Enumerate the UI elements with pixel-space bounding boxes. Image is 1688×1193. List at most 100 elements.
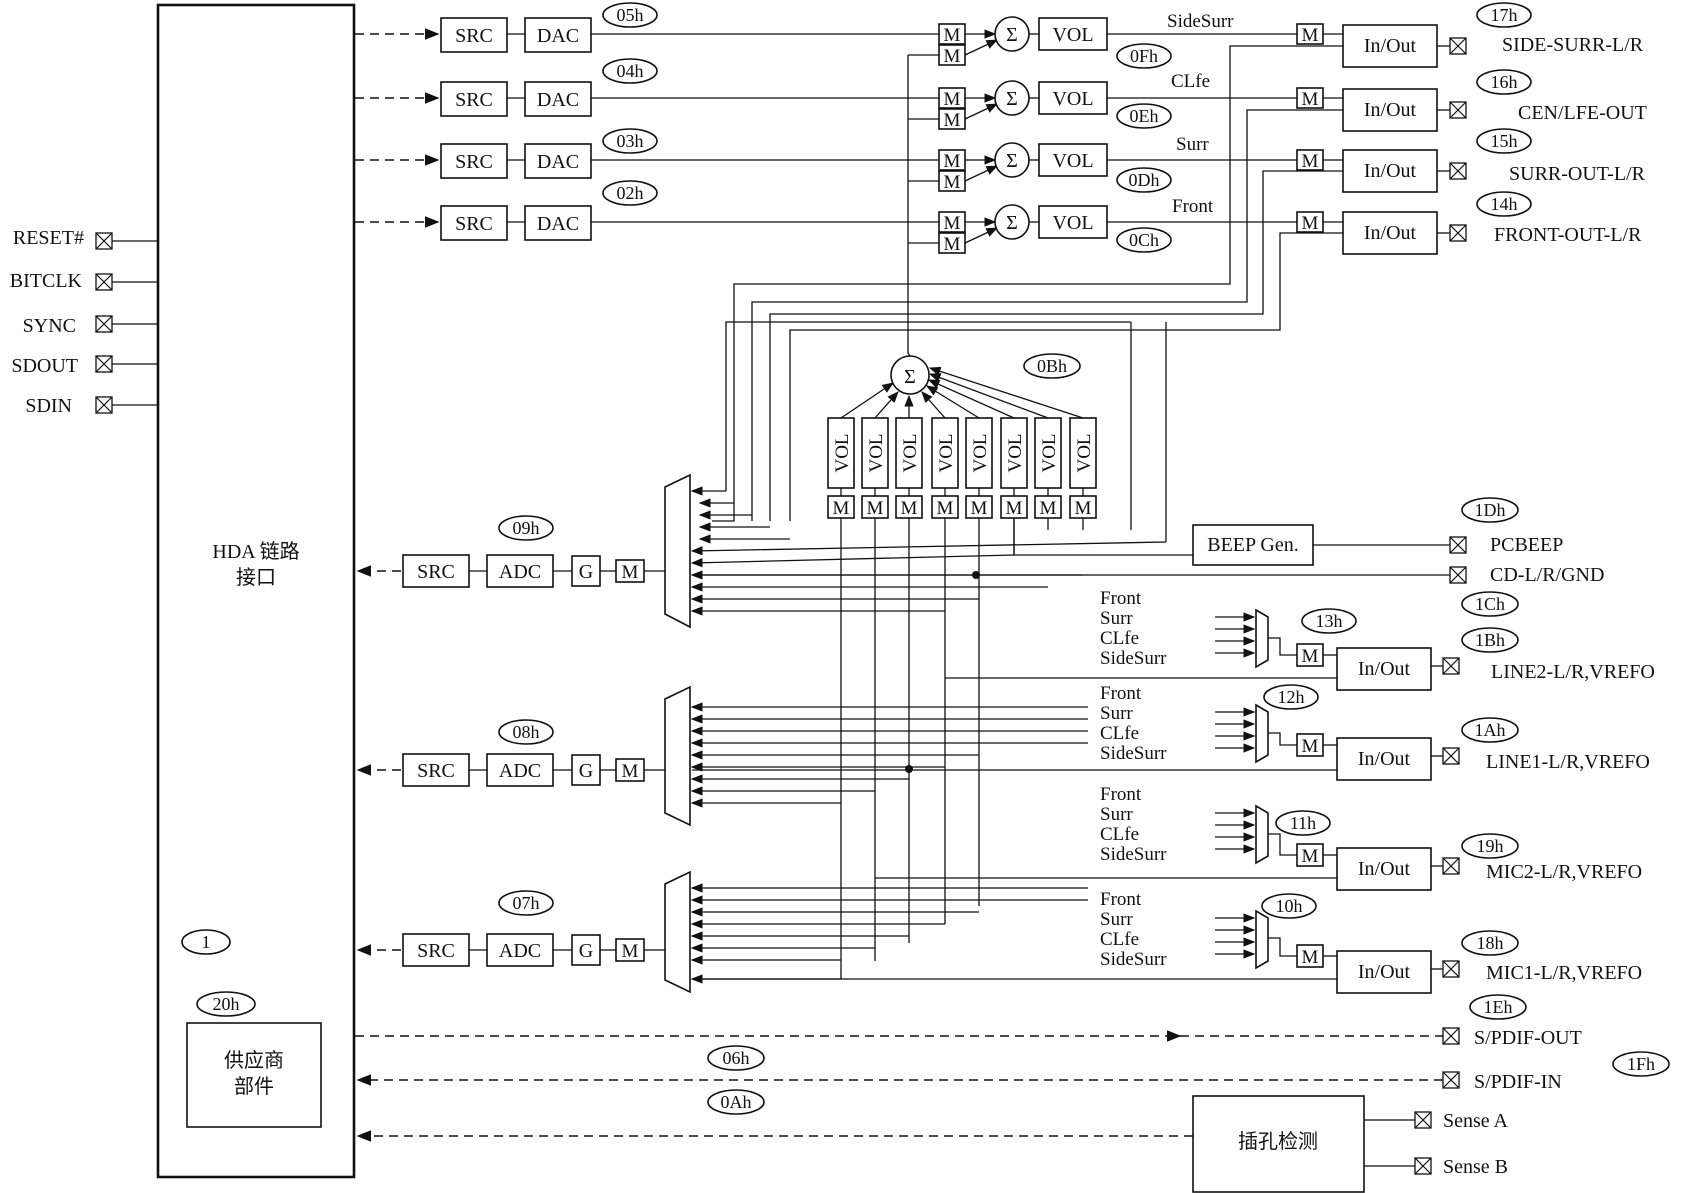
beep-tag-oval bbox=[1461, 497, 1519, 523]
mute-label: M bbox=[937, 498, 954, 519]
pin-x-icon bbox=[1442, 1071, 1460, 1089]
inout-label: In/Out bbox=[1364, 222, 1417, 244]
sel-tag-oval bbox=[1261, 893, 1317, 919]
dac-tag: 02h bbox=[617, 183, 644, 203]
sel-tag: 11h bbox=[1290, 813, 1316, 833]
vol-label: VOL bbox=[1052, 24, 1093, 46]
mux08-inputs bbox=[690, 702, 1088, 808]
cd-tag-oval bbox=[1461, 591, 1519, 617]
src-block bbox=[402, 933, 470, 967]
pin-x-icon bbox=[1442, 857, 1460, 875]
sum-icon: Σ bbox=[1006, 24, 1018, 46]
spdif-out: 1Eh S/PDIF-OUT bbox=[355, 994, 1582, 1049]
pin-x-icon bbox=[95, 396, 113, 414]
io-pin-label: LINE1-L/R,VREFO bbox=[1486, 751, 1650, 773]
link-pin-label: SDOUT bbox=[11, 355, 78, 377]
mute-label: M bbox=[622, 761, 639, 782]
main-mixer-tag: 0Bh bbox=[1037, 356, 1067, 376]
adc-label: ADC bbox=[499, 940, 541, 962]
output-pin-label: SIDE-SURR-L/R bbox=[1502, 34, 1644, 56]
pin-tag: 1Ah bbox=[1475, 720, 1506, 740]
spdif-in-tag-oval bbox=[707, 1045, 765, 1071]
sel-input-label: Front bbox=[1100, 889, 1142, 910]
sel-input-label: Surr bbox=[1100, 703, 1133, 724]
pin-tag: 16h bbox=[1491, 72, 1518, 92]
mixer-tag: 0Fh bbox=[1130, 46, 1158, 66]
vendor-tag: 20h bbox=[213, 994, 240, 1014]
out-selector bbox=[1255, 909, 1269, 970]
pin-x-icon bbox=[1414, 1157, 1432, 1175]
dac-tag: 03h bbox=[617, 131, 644, 151]
mute-label: M bbox=[944, 234, 961, 255]
dac-label: DAC bbox=[537, 151, 579, 173]
pin-x-icon bbox=[95, 273, 113, 291]
hda-tag: 1 bbox=[202, 932, 211, 952]
mute-label: M bbox=[833, 498, 850, 519]
io-pin-label: LINE2-L/R,VREFO bbox=[1491, 661, 1655, 683]
beep-label: BEEP Gen. bbox=[1207, 534, 1298, 556]
adc-tag-oval bbox=[498, 515, 554, 541]
pin-tag-oval bbox=[1461, 930, 1519, 956]
dac-label: DAC bbox=[537, 89, 579, 111]
pin-x-icon bbox=[95, 315, 113, 333]
pin-tag-oval bbox=[1476, 128, 1532, 154]
mixer-strip: VOL M bbox=[921, 391, 959, 519]
dac-path-surr: SRC DAC 03h M M Σ VOL 0Dh Surr M In/Out … bbox=[355, 128, 1646, 193]
vol-label: VOL bbox=[936, 433, 957, 472]
mute-label: M bbox=[1302, 947, 1319, 968]
adc-tag-oval bbox=[498, 890, 554, 916]
sel-tag: 12h bbox=[1278, 687, 1305, 707]
beep-block bbox=[1192, 524, 1314, 566]
mute-label: M bbox=[622, 562, 639, 583]
pin-x-icon bbox=[1449, 566, 1467, 584]
sel-input-label: Surr bbox=[1100, 804, 1133, 825]
mixer-tag: 0Dh bbox=[1129, 170, 1160, 190]
pin-x-icon bbox=[1414, 1111, 1432, 1129]
vol-label: VOL bbox=[900, 433, 921, 472]
mute-label: M bbox=[1075, 498, 1092, 519]
sel-input-label: CLfe bbox=[1100, 824, 1139, 845]
mixer-tag-oval bbox=[1116, 227, 1172, 253]
vol-label: VOL bbox=[970, 433, 991, 472]
mixer-tag-oval bbox=[1116, 43, 1172, 69]
sel-input-label: SideSurr bbox=[1100, 743, 1167, 764]
io-pin-label: MIC2-L/R,VREFO bbox=[1486, 861, 1642, 883]
mixer-strip: VOL M bbox=[928, 373, 1062, 519]
dac-block bbox=[524, 143, 592, 179]
mute-label: M bbox=[1040, 498, 1057, 519]
mute-label: M bbox=[944, 151, 961, 172]
sel-input-label: Surr bbox=[1100, 608, 1133, 629]
src-block bbox=[440, 205, 508, 241]
sel-input-label: CLfe bbox=[1100, 929, 1139, 950]
feedback-arrows bbox=[698, 498, 790, 544]
adc-label: ADC bbox=[499, 760, 541, 782]
junction-dot bbox=[972, 571, 980, 579]
vol-label: VOL bbox=[866, 433, 887, 472]
gain-label: G bbox=[579, 561, 593, 583]
sum-icon: Σ bbox=[1006, 150, 1018, 172]
vol-label: VOL bbox=[1052, 150, 1093, 172]
gain-label: G bbox=[579, 760, 593, 782]
sum-icon: Σ bbox=[1006, 88, 1018, 110]
link-pin-label: BITCLK bbox=[10, 270, 83, 292]
src-block bbox=[402, 753, 470, 787]
src-label: SRC bbox=[455, 213, 493, 235]
sel-input-label: CLfe bbox=[1100, 723, 1139, 744]
pin-tag-oval bbox=[1476, 69, 1532, 95]
link-pin-sdout: SDOUT bbox=[11, 355, 158, 377]
adc-mux-08 bbox=[664, 685, 691, 827]
pin-tag: 1Bh bbox=[1475, 630, 1505, 650]
dac-tag-oval bbox=[602, 2, 658, 28]
link-pin-sync: SYNC bbox=[23, 315, 158, 337]
mute-label: M bbox=[971, 498, 988, 519]
hda-label-line1: HDA 链路 bbox=[212, 540, 299, 563]
hda-tag-oval bbox=[181, 929, 231, 955]
adc-block bbox=[486, 753, 554, 787]
pin-x-icon bbox=[1442, 657, 1460, 675]
sel-input-label: Surr bbox=[1100, 909, 1133, 930]
dac-tag: 05h bbox=[617, 5, 644, 25]
hda-link-interface bbox=[156, 3, 356, 1179]
mute-label: M bbox=[1302, 25, 1319, 46]
pin-x-icon bbox=[1449, 162, 1467, 180]
